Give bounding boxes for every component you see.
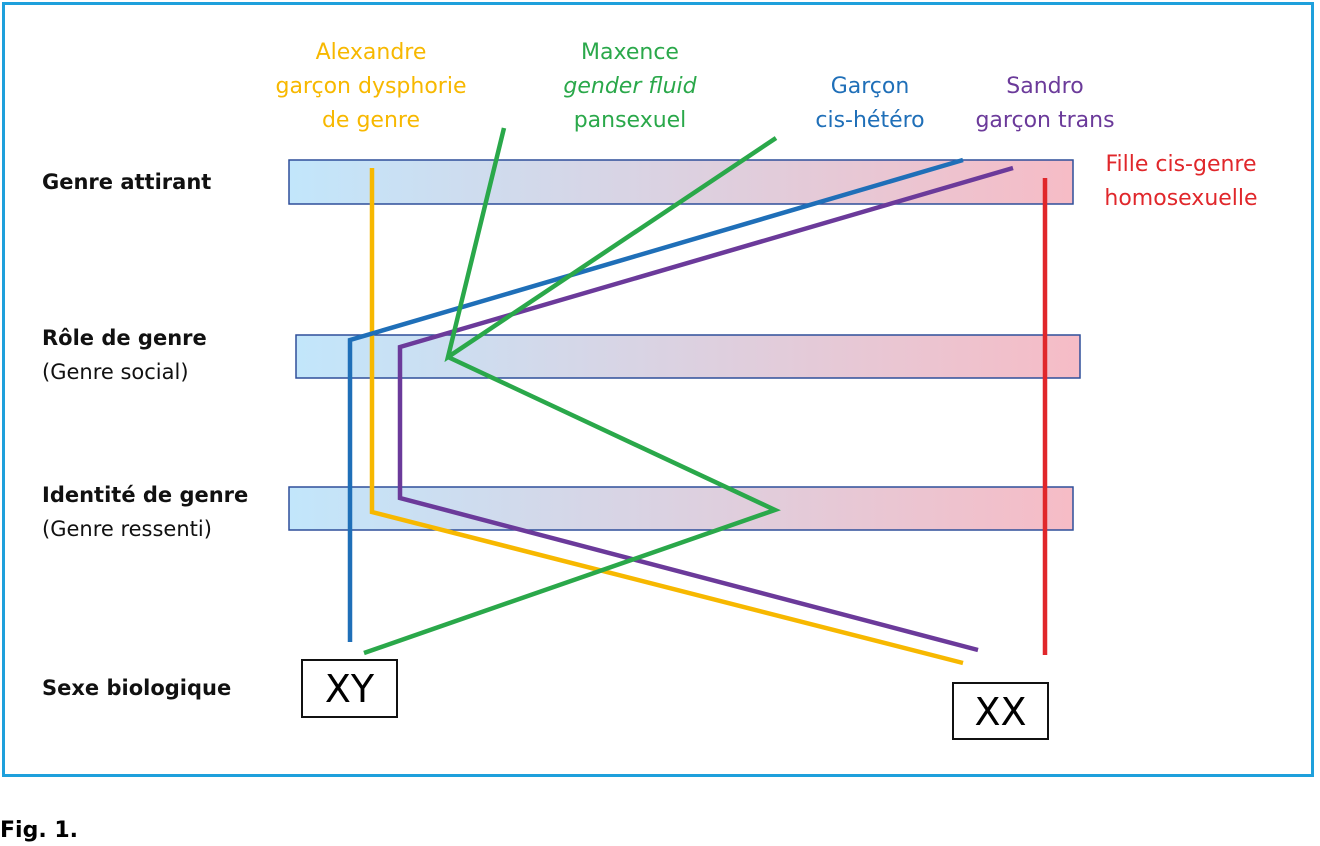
fille-desc: homosexuelle bbox=[1104, 186, 1258, 211]
label-maxence: Maxence gender fluid pansexuel bbox=[530, 36, 730, 138]
alexandre-name: Alexandre bbox=[315, 40, 427, 65]
label-garcon: Garçon cis-hétéro bbox=[800, 70, 940, 138]
alexandre-desc-2: de genre bbox=[321, 108, 421, 133]
chromosome-box-xy: XY bbox=[301, 659, 398, 718]
sandro-desc: garçon trans bbox=[975, 108, 1115, 133]
garcon-desc: cis-hétéro bbox=[815, 108, 925, 133]
figure-frame bbox=[2, 2, 1314, 777]
chromosome-xx-label: XX bbox=[974, 690, 1027, 734]
row-label-genre-attirant: Genre attirant bbox=[42, 165, 211, 199]
row-subtitle-role-de-genre: (Genre social) bbox=[42, 360, 189, 384]
row-subtitle-identite-de-genre: (Genre ressenti) bbox=[42, 517, 212, 541]
row-label-sexe-biologique: Sexe biologique bbox=[42, 671, 231, 705]
maxence-name: Maxence bbox=[581, 40, 679, 65]
chromosome-xy-label: XY bbox=[324, 667, 375, 711]
row-title-sexe-biologique: Sexe biologique bbox=[42, 676, 232, 700]
path-maxence-lower bbox=[363, 354, 781, 656]
label-fille: Fille cis-genre homosexuelle bbox=[1086, 148, 1276, 216]
row-title-genre-attirant: Genre attirant bbox=[42, 170, 212, 194]
row-title-identite-de-genre: Identité de genre bbox=[42, 483, 249, 507]
bar-role-de-genre bbox=[295, 334, 1081, 379]
path-sandro bbox=[397, 165, 1014, 653]
path-alexandre bbox=[369, 168, 964, 666]
figure-caption: Fig. 1. bbox=[0, 818, 78, 843]
chromosome-box-xx: XX bbox=[952, 682, 1049, 740]
row-title-role-de-genre: Rôle de genre bbox=[42, 326, 207, 350]
fille-name: Fille cis-genre bbox=[1105, 152, 1257, 177]
row-label-role-de-genre: Rôle de genre (Genre social) bbox=[42, 321, 207, 389]
label-sandro: Sandro garçon trans bbox=[955, 70, 1135, 138]
sandro-name: Sandro bbox=[1006, 74, 1084, 99]
garcon-name: Garçon bbox=[830, 74, 910, 99]
label-alexandre: Alexandre garçon dysphorie de genre bbox=[256, 36, 486, 138]
alexandre-desc-1: garçon dysphorie bbox=[275, 74, 467, 99]
path-garcon bbox=[347, 157, 964, 642]
bar-identite-de-genre bbox=[288, 486, 1074, 531]
maxence-desc-2: pansexuel bbox=[573, 108, 687, 133]
row-label-identite-de-genre: Identité de genre (Genre ressenti) bbox=[42, 478, 248, 546]
maxence-desc-1: gender fluid bbox=[563, 74, 697, 99]
bar-genre-attirant bbox=[288, 159, 1074, 205]
